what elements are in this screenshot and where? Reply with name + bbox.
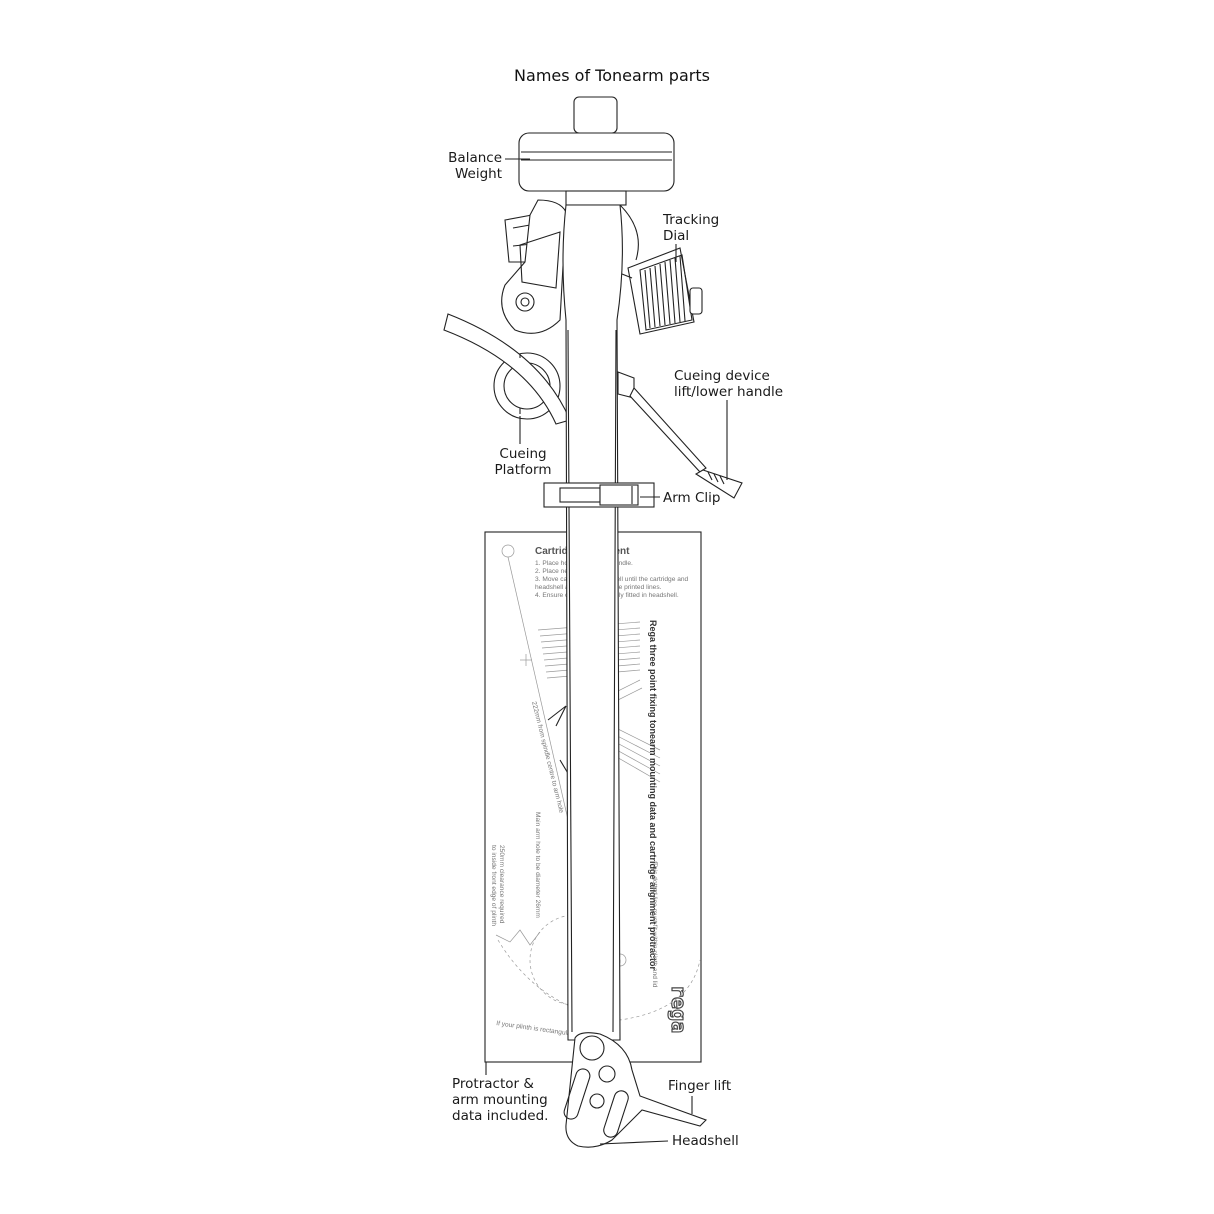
label-tracking-dial: Tracking Dial [662, 212, 719, 262]
arm-tube [562, 204, 623, 1041]
arm-hole-note: Main arm hole to be diameter 26mm [534, 812, 541, 918]
diagram-title: Names of Tonearm parts [514, 66, 710, 85]
svg-text:Dial: Dial [663, 228, 689, 244]
balance-weight [518, 96, 675, 206]
dotted-line-note: This dotted line must fit within plinth … [651, 862, 658, 988]
svg-text:Platform: Platform [495, 462, 552, 478]
svg-text:arm mounting: arm mounting [452, 1092, 548, 1108]
headshell [563, 1032, 707, 1148]
svg-text:Finger lift: Finger lift [668, 1078, 731, 1094]
clearance-note-1: 250mm clearance required [498, 845, 505, 924]
svg-text:Protractor &: Protractor & [452, 1076, 534, 1092]
label-finger-lift: Finger lift [668, 1078, 731, 1114]
svg-text:lift/lower handle: lift/lower handle [674, 384, 783, 400]
svg-text:Cueing device: Cueing device [674, 368, 770, 384]
label-headshell: Headshell [599, 1133, 739, 1149]
svg-text:Headshell: Headshell [672, 1133, 739, 1149]
pivot-housing [501, 199, 639, 334]
svg-text:Cueing: Cueing [499, 446, 546, 462]
cueing-platform [443, 313, 571, 425]
svg-text:Tracking: Tracking [662, 212, 719, 228]
svg-text:Weight: Weight [455, 166, 502, 182]
rega-logo: rega [667, 985, 691, 1033]
protractor-side-title: Rega three point fixing tonearm mounting… [648, 620, 658, 971]
arm-clip [543, 482, 655, 508]
label-balance-weight: Balance Weight [448, 150, 530, 182]
label-arm-clip: Arm Clip [640, 490, 721, 506]
clearance-note-2: to inside front edge of plinth [490, 845, 497, 926]
label-protractor: Protractor & arm mounting data included. [452, 1062, 548, 1124]
svg-text:Balance: Balance [448, 150, 502, 166]
label-cueing-device: Cueing device lift/lower handle [674, 368, 783, 480]
svg-text:data included.: data included. [452, 1108, 548, 1124]
cueing-lift-handle [617, 371, 743, 499]
tracking-dial [611, 247, 703, 335]
svg-text:Arm Clip: Arm Clip [663, 490, 721, 506]
label-cueing-platform: Cueing Platform [495, 416, 552, 478]
